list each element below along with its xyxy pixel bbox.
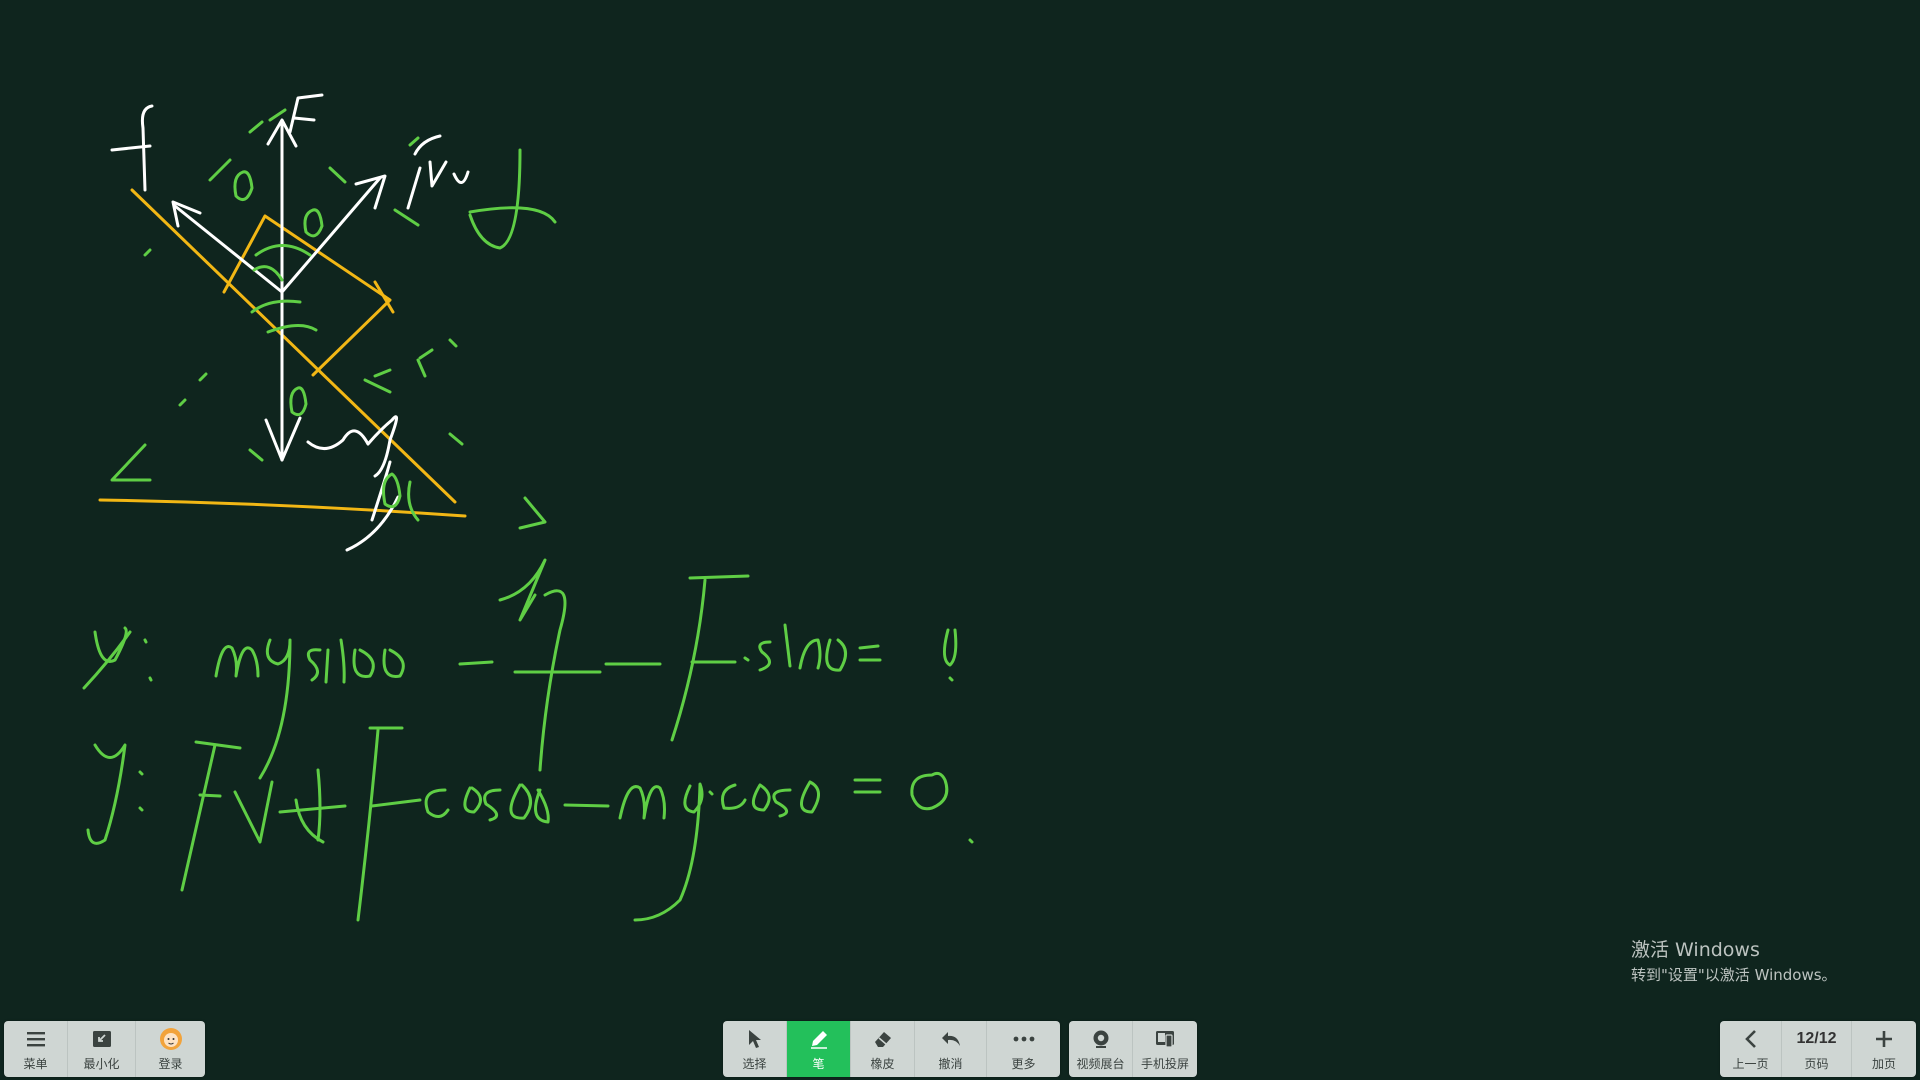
menu-button[interactable]: 菜单 xyxy=(4,1021,68,1077)
minimize-label: 最小化 xyxy=(83,1056,120,1071)
login-button[interactable]: 登录 xyxy=(136,1021,205,1077)
minimize-button[interactable]: 最小化 xyxy=(68,1021,136,1077)
avatar-icon xyxy=(159,1027,183,1051)
minimize-icon xyxy=(90,1027,114,1051)
add-page-label: 加页 xyxy=(1871,1056,1896,1071)
login-label: 登录 xyxy=(158,1056,183,1071)
more-icon xyxy=(1012,1027,1036,1051)
pen-label: 笔 xyxy=(812,1056,825,1071)
equation-y-ink xyxy=(86,726,974,922)
pen-tool-button[interactable]: 笔 xyxy=(787,1021,851,1077)
chevron-left-icon xyxy=(1739,1027,1763,1051)
force-arrows xyxy=(110,93,470,552)
watermark-subtitle: 转到"设置"以激活 Windows。 xyxy=(1631,966,1837,984)
page-number-button[interactable]: 12/12 页码 xyxy=(1782,1021,1852,1077)
incline-drawing xyxy=(98,188,467,518)
menu-icon xyxy=(24,1027,48,1051)
video-booth-label: 视频展台 xyxy=(1076,1056,1125,1071)
windows-activation-watermark: 激活 Windows 转到"设置"以激活 Windows。 xyxy=(1631,938,1837,986)
page-toolbar: 上一页 12/12 页码 加页 xyxy=(1720,1021,1916,1077)
phone-cast-icon xyxy=(1153,1027,1177,1051)
eraser-label: 橡皮 xyxy=(870,1056,895,1071)
add-page-button[interactable]: 加页 xyxy=(1852,1021,1916,1077)
more-button[interactable]: 更多 xyxy=(987,1021,1060,1077)
video-booth-button[interactable]: 视频展台 xyxy=(1069,1021,1133,1077)
media-toolbar: 视频展台 手机投屏 xyxy=(1069,1021,1197,1077)
page-number-value: 12/12 xyxy=(1796,1029,1837,1047)
left-toolbar: 菜单 最小化 登录 xyxy=(4,1021,205,1077)
prev-page-button[interactable]: 上一页 xyxy=(1720,1021,1782,1077)
cursor-icon xyxy=(743,1027,767,1051)
eraser-tool-button[interactable]: 橡皮 xyxy=(851,1021,915,1077)
prev-page-label: 上一页 xyxy=(1732,1056,1769,1071)
pen-icon xyxy=(807,1027,831,1051)
select-label: 选择 xyxy=(742,1056,767,1071)
undo-button[interactable]: 撤消 xyxy=(915,1021,987,1077)
select-tool-button[interactable]: 选择 xyxy=(723,1021,787,1077)
drawing-toolbar: 选择 笔 橡皮 撤消 更多 xyxy=(723,1021,1060,1077)
page-number-label: 页码 xyxy=(1804,1056,1829,1071)
phone-cast-button[interactable]: 手机投屏 xyxy=(1133,1021,1197,1077)
undo-label: 撤消 xyxy=(938,1056,963,1071)
plus-icon xyxy=(1872,1027,1896,1051)
watermark-title: 激活 Windows xyxy=(1631,939,1760,961)
equation-x-ink xyxy=(82,558,958,780)
annotation-marks xyxy=(110,108,557,530)
eraser-icon xyxy=(871,1027,895,1051)
more-label: 更多 xyxy=(1011,1056,1036,1071)
camera-icon xyxy=(1089,1027,1113,1051)
menu-label: 菜单 xyxy=(23,1056,48,1071)
undo-icon xyxy=(939,1027,963,1051)
phone-cast-label: 手机投屏 xyxy=(1140,1056,1189,1071)
